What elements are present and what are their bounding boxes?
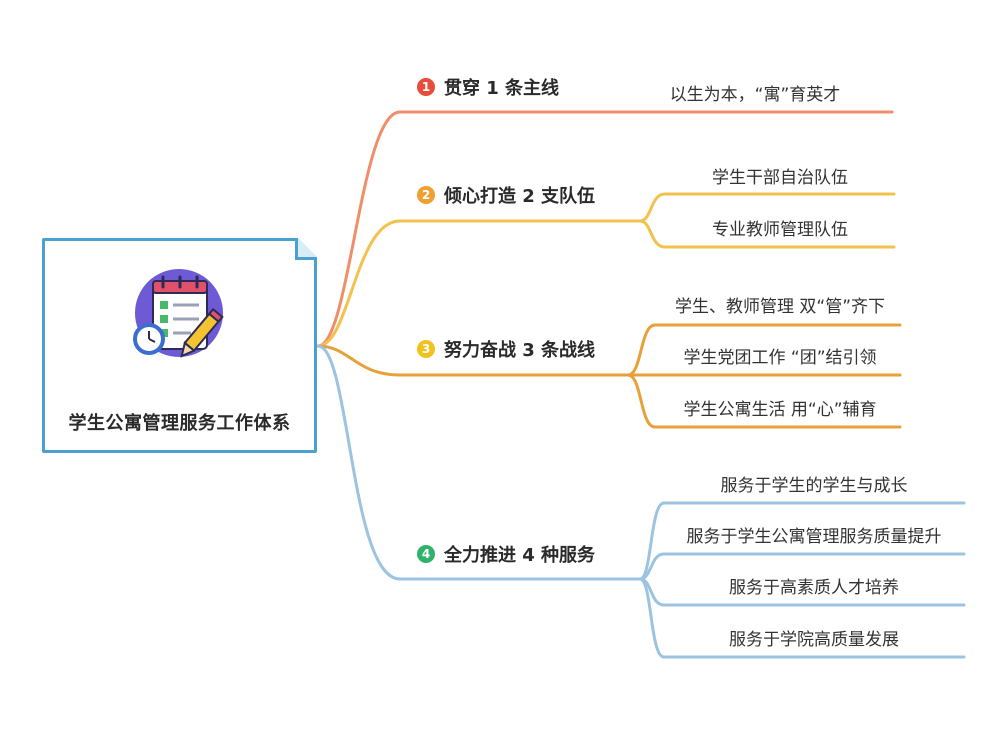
page-fold-corner: [295, 238, 317, 260]
connector-branch-2: [316, 192, 896, 348]
leaf-3-1: 学生、教师管理 双“管”齐下: [674, 297, 886, 317]
root-node: 学生公寓管理服务工作体系: [42, 238, 317, 453]
branch-label: 倾心打造 2 支队伍: [444, 186, 596, 207]
branch-label: 努力奋战 3 条战线: [444, 340, 596, 361]
connector-branch-4: [316, 344, 966, 659]
branch-4: 4 全力推进 4 种服务: [417, 541, 595, 567]
branch-label: 贯穿 1 条主线: [444, 78, 560, 99]
branch-3: 3 努力奋战 3 条战线: [417, 336, 595, 362]
root-title: 学生公寓管理服务工作体系: [68, 413, 291, 434]
branch-number-badge: 3: [417, 340, 435, 358]
branch-2: 2 倾心打造 2 支队伍: [417, 182, 595, 208]
leaf-1-1: 以生为本，“寓”育英才: [669, 85, 841, 105]
leaf-4-3: 服务于高素质人才培养: [729, 578, 899, 598]
calendar-checklist-icon: [133, 269, 224, 358]
leaf-4-1: 服务于学生的学生与成长: [720, 476, 908, 496]
branch-number-badge: 4: [417, 545, 435, 563]
leaf-4-2: 服务于学生公寓管理服务质量提升: [686, 527, 942, 547]
branch-1: 1 贯穿 1 条主线: [417, 74, 559, 100]
leaf-3-2: 学生党团工作 “团”结引领: [683, 348, 877, 368]
branch-number-badge: 2: [417, 186, 435, 204]
leaf-2-1: 学生干部自治队伍: [712, 168, 848, 188]
branch-number-badge: 1: [417, 78, 435, 96]
leaf-2-2: 专业教师管理队伍: [712, 220, 848, 240]
connector-branch-1: [316, 110, 894, 348]
connector-branch-3: [316, 323, 902, 429]
leaf-3-3: 学生公寓生活 用“心”辅育: [683, 400, 877, 420]
branch-label: 全力推进 4 种服务: [444, 545, 596, 566]
leaf-4-4: 服务于学院高质量发展: [729, 630, 899, 650]
